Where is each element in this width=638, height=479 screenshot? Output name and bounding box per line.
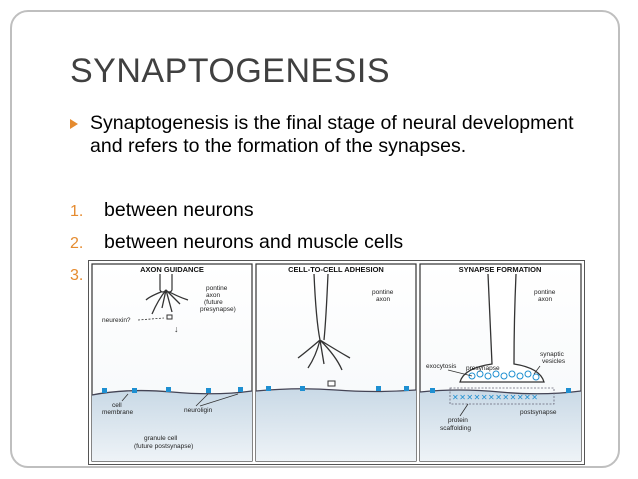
label-neuroligin: neuroligin (184, 407, 213, 414)
label-neurexin: neurexin? (102, 317, 131, 324)
panel-header: AXON GUIDANCE (140, 265, 204, 274)
label-granule-cell: granule cell(future postsynapse) (134, 435, 193, 450)
list-item: 1. between neurons (70, 199, 254, 222)
svg-text:↓: ↓ (174, 324, 179, 334)
panel-header: CELL-TO-CELL ADHESION (288, 265, 384, 274)
slide-title: SYNAPTOGENESIS (70, 52, 391, 90)
list-number: 1. (70, 203, 84, 220)
label-exocytosis: exocytosis (426, 363, 457, 370)
list-text: between neurons (104, 199, 254, 221)
bullet-arrow-icon (70, 119, 78, 129)
panel-header: SYNAPSE FORMATION (459, 265, 542, 274)
list-item: 2. between neurons and muscle cells (70, 231, 403, 254)
list-text: between neurons and muscle cells (104, 231, 404, 253)
label-presynapse: presynapse (466, 365, 500, 372)
bullet-item: Synaptogenesis is the final stage of neu… (70, 112, 590, 158)
svg-text:✕✕✕✕✕✕✕✕✕✕✕✕: ✕✕✕✕✕✕✕✕✕✕✕✕ (452, 393, 538, 402)
label-postsynapse: postsynapse (520, 409, 557, 416)
bullet-text: Synaptogenesis is the final stage of neu… (90, 112, 574, 157)
list-number: 2. (70, 235, 84, 252)
list-number: 3. (70, 267, 84, 284)
list-item: 3. (70, 263, 104, 286)
